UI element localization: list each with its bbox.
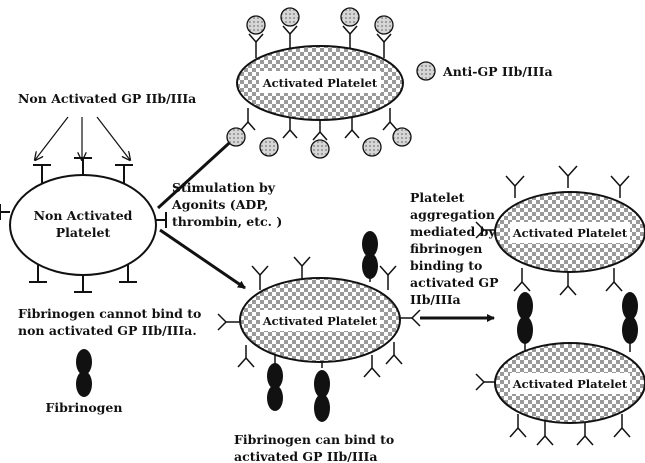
bound-fibrinogen-molecules bbox=[267, 231, 378, 422]
non-activated-platelet-label-1: Non Activated bbox=[34, 208, 133, 223]
aggregated-platelets: Activated Platelet Activated Platelet bbox=[475, 165, 645, 446]
fibrinogen-label: Fibrinogen bbox=[46, 400, 123, 415]
aggregate-top-platelet-label: Activated Platelet bbox=[512, 226, 628, 240]
aggregation-label-3: mediated by bbox=[410, 224, 496, 239]
aggregation-label-1: Platelet bbox=[410, 190, 465, 205]
fibrinogen-bound-platelet: Activated Platelet bbox=[217, 231, 421, 422]
stimulation-label-3: thrombin, etc. ) bbox=[172, 214, 282, 229]
gp-pointer-arrows bbox=[35, 116, 130, 160]
arrow-to-activated-platelet bbox=[159, 228, 246, 290]
anti-gp-antibodies bbox=[226, 7, 412, 159]
antibody-blocked-platelet: Activated Platelet bbox=[226, 7, 412, 159]
aggregate-receptors bbox=[475, 165, 631, 446]
gp-arrow-left bbox=[35, 116, 69, 160]
aggregation-label-5: binding to bbox=[410, 258, 482, 273]
fibrinogen-legend-icon bbox=[76, 349, 92, 397]
fibrinogen-can-bind-label-1: Fibrinogen can bind to bbox=[234, 432, 394, 447]
aggregation-label-6: activated GP bbox=[410, 275, 499, 290]
antibody-receptor-stems bbox=[240, 25, 398, 141]
stimulation-label-2: Agonits (ADP, bbox=[171, 197, 268, 212]
fibrinogen-can-bind-label-2: activated GP IIb/IIIa bbox=[234, 449, 377, 463]
non-activated-platelet: Non Activated Platelet bbox=[0, 157, 167, 293]
middle-activated-platelet-label: Activated Platelet bbox=[262, 314, 378, 328]
fibrinogen-cannot-bind-label-1: Fibrinogen cannot bind to bbox=[18, 306, 201, 321]
aggregation-label-7: IIb/IIIa bbox=[410, 292, 461, 307]
non-activated-receptors bbox=[0, 157, 167, 293]
anti-gp-legend-icon bbox=[416, 61, 436, 81]
aggregation-label-2: aggregation bbox=[410, 207, 495, 222]
anti-gp-label: Anti-GP IIb/IIIa bbox=[442, 64, 553, 79]
non-activated-gp-label: Non Activated GP IIb/IIIa bbox=[18, 91, 196, 106]
fibrinogen-cannot-bind-label-2: non activated GP IIb/IIIa. bbox=[18, 323, 197, 338]
top-activated-platelet-label: Activated Platelet bbox=[262, 76, 378, 90]
aggregation-label-4: fibrinogen bbox=[410, 241, 482, 256]
aggregate-bottom-platelet-label: Activated Platelet bbox=[512, 377, 628, 391]
bridging-fibrinogen-molecules bbox=[517, 292, 638, 344]
arrow-to-antibody-platelet bbox=[156, 133, 240, 210]
stimulation-label-1: Stimulation by bbox=[172, 180, 276, 195]
stimulation-arrows bbox=[156, 133, 246, 290]
gp-arrow-right bbox=[96, 116, 130, 160]
non-activated-platelet-label-2: Platelet bbox=[56, 225, 111, 240]
